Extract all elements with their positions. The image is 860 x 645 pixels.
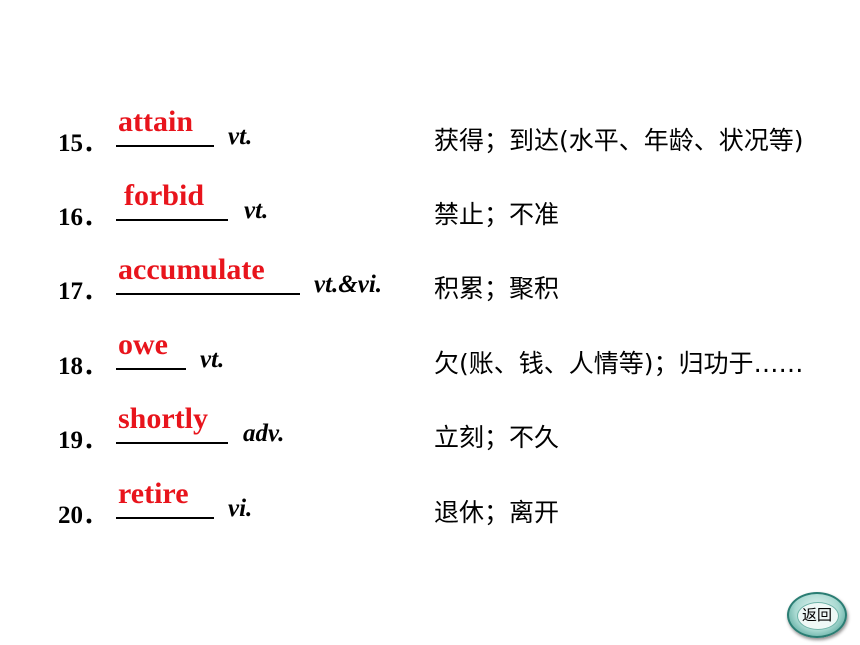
answer-blank — [116, 442, 228, 444]
item-number: 17． — [58, 278, 109, 305]
answer-word: accumulate — [118, 253, 265, 286]
vocab-row-20: 20． retire vi. 退休；离开 — [0, 477, 860, 537]
answer-word: forbid — [124, 179, 205, 212]
answer-blank — [116, 517, 214, 519]
answer-word: retire — [118, 477, 189, 510]
back-button[interactable]: 返回 — [787, 592, 847, 638]
back-button-label: 返回 — [801, 606, 832, 624]
item-number: 19． — [58, 427, 109, 454]
chinese-meaning: 退休；离开 — [434, 498, 560, 527]
back-button-face — [797, 602, 839, 630]
vocab-row-19: 19． shortly adv. 立刻；不久 — [0, 402, 860, 462]
chinese-meaning: 积累；聚积 — [434, 274, 560, 303]
vocab-row-18: 18． owe vt. 欠(账、钱、人情等)；归功于…… — [0, 328, 860, 388]
answer-blank — [116, 219, 228, 221]
chinese-meaning: 立刻；不久 — [434, 423, 560, 452]
part-of-speech: vi. — [228, 495, 253, 522]
answer-blank — [116, 145, 214, 147]
part-of-speech: vt.&vi. — [314, 271, 383, 298]
answer-blank — [116, 293, 300, 295]
vocab-row-17: 17． accumulate vt.&vi. 积累；聚积 — [0, 253, 860, 313]
item-number: 15． — [58, 130, 109, 157]
item-number: 16． — [58, 204, 109, 231]
item-number: 20． — [58, 502, 109, 529]
chinese-meaning: 获得；到达(水平、年龄、状况等) — [434, 126, 804, 155]
answer-word: attain — [118, 105, 193, 138]
chinese-meaning: 禁止；不准 — [434, 200, 560, 229]
answer-word: shortly — [118, 402, 208, 435]
item-number: 18． — [58, 353, 109, 380]
part-of-speech: vt. — [228, 123, 253, 150]
part-of-speech: adv. — [243, 420, 285, 447]
part-of-speech: vt. — [200, 346, 225, 373]
vocab-row-16: 16． forbid vt. 禁止；不准 — [0, 179, 860, 239]
vocab-row-15: 15． attain vt. 获得；到达(水平、年龄、状况等) — [0, 105, 860, 165]
part-of-speech: vt. — [244, 197, 269, 224]
answer-blank — [116, 368, 186, 370]
answer-word: owe — [118, 328, 168, 361]
chinese-meaning: 欠(账、钱、人情等)；归功于…… — [434, 349, 804, 378]
